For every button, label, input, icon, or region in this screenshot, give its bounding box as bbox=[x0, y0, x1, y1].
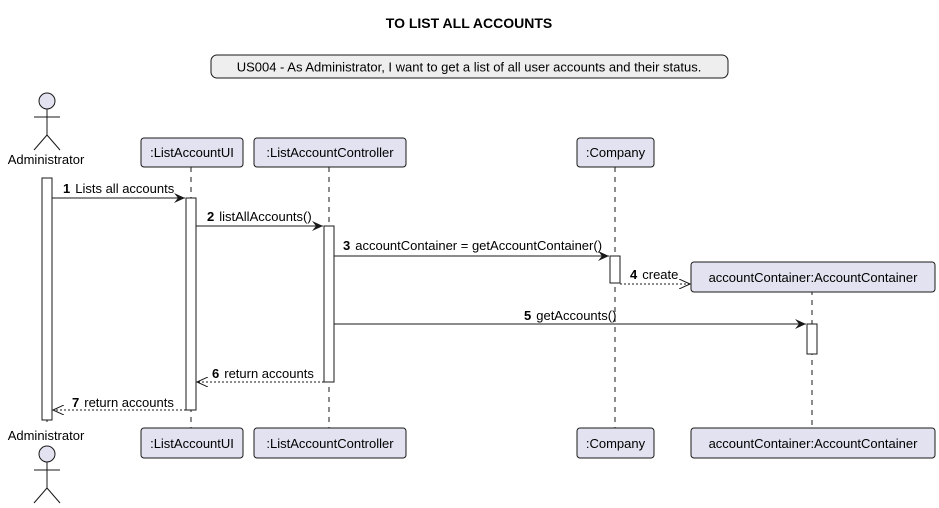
message-4-label: 4 create bbox=[630, 267, 678, 282]
message-1-text: Lists all accounts bbox=[75, 181, 174, 196]
participant-label-accountcontainer-created: accountContainer:AccountContainer bbox=[709, 270, 919, 285]
participant-label-administrator-bottom: Administrator bbox=[8, 428, 85, 443]
message-7-number: 7 bbox=[72, 395, 79, 410]
message-4-text: create bbox=[642, 267, 678, 282]
user-story-note: US004 - As Administrator, I want to get … bbox=[237, 60, 702, 75]
participant-box-accountcontainer-bottom bbox=[690, 427, 936, 459]
message-7-text: return accounts bbox=[84, 395, 174, 410]
activation-listaccountcontroller bbox=[323, 225, 335, 383]
actor-administrator-top bbox=[33, 92, 61, 151]
participant-label-listaccountcontroller-bottom: :ListAccountController bbox=[266, 436, 394, 451]
message-5-number: 5 bbox=[524, 308, 531, 323]
message-4-number: 4 bbox=[630, 267, 638, 282]
participant-label-company-top: :Company bbox=[586, 145, 646, 160]
activation-administrator bbox=[41, 177, 53, 421]
participant-box-listaccountcontroller-bottom bbox=[253, 427, 407, 459]
message-1-number: 1 bbox=[63, 181, 70, 196]
message-6-text: return accounts bbox=[224, 366, 314, 381]
activation-accountcontainer bbox=[806, 323, 818, 355]
participant-box-company-bottom bbox=[576, 427, 655, 459]
message-2-number: 2 bbox=[207, 209, 214, 224]
message-2-label: 2 listAllAccounts() bbox=[207, 209, 312, 224]
participant-label-listaccountcontroller-top: :ListAccountController bbox=[266, 145, 394, 160]
user-story-note-box bbox=[210, 54, 729, 79]
message-6-number: 6 bbox=[212, 366, 219, 381]
participant-label-listaccountui-bottom: :ListAccountUI bbox=[150, 436, 234, 451]
participant-label-listaccountui-top: :ListAccountUI bbox=[150, 145, 234, 160]
activation-listaccountui bbox=[185, 197, 197, 411]
participant-box-listaccountui-bottom bbox=[140, 427, 244, 459]
activations bbox=[41, 177, 818, 421]
actor-head-icon bbox=[38, 445, 56, 463]
participant-box-company-top bbox=[576, 137, 655, 168]
diagram-title: TO LIST ALL ACCOUNTS bbox=[386, 15, 552, 31]
lifelines bbox=[46, 167, 813, 430]
message-7-label: 7 return accounts bbox=[72, 395, 174, 410]
message-3-label: 3 accountContainer = getAccountContainer(… bbox=[343, 238, 602, 253]
message-3-text: accountContainer = getAccountContainer() bbox=[355, 238, 602, 253]
participant-box-listaccountcontroller-top bbox=[253, 137, 407, 168]
message-5-text: getAccounts() bbox=[536, 308, 616, 323]
actor-head-icon bbox=[38, 92, 56, 110]
participant-box-listaccountui-top bbox=[140, 137, 244, 168]
activation-company bbox=[609, 255, 621, 284]
actor-administrator-bottom bbox=[33, 445, 61, 504]
message-6-label: 6 return accounts bbox=[212, 366, 314, 381]
participant-label-administrator-top: Administrator bbox=[8, 152, 85, 167]
message-1-label: 1 Lists all accounts bbox=[63, 181, 175, 196]
participant-box-accountcontainer-created bbox=[690, 261, 936, 293]
participant-label-accountcontainer-bottom: accountContainer:AccountContainer bbox=[709, 436, 919, 451]
message-5-label: 5 getAccounts() bbox=[524, 308, 616, 323]
message-3-number: 3 bbox=[343, 238, 350, 253]
participant-label-company-bottom: :Company bbox=[586, 436, 646, 451]
message-2-text: listAllAccounts() bbox=[219, 209, 311, 224]
